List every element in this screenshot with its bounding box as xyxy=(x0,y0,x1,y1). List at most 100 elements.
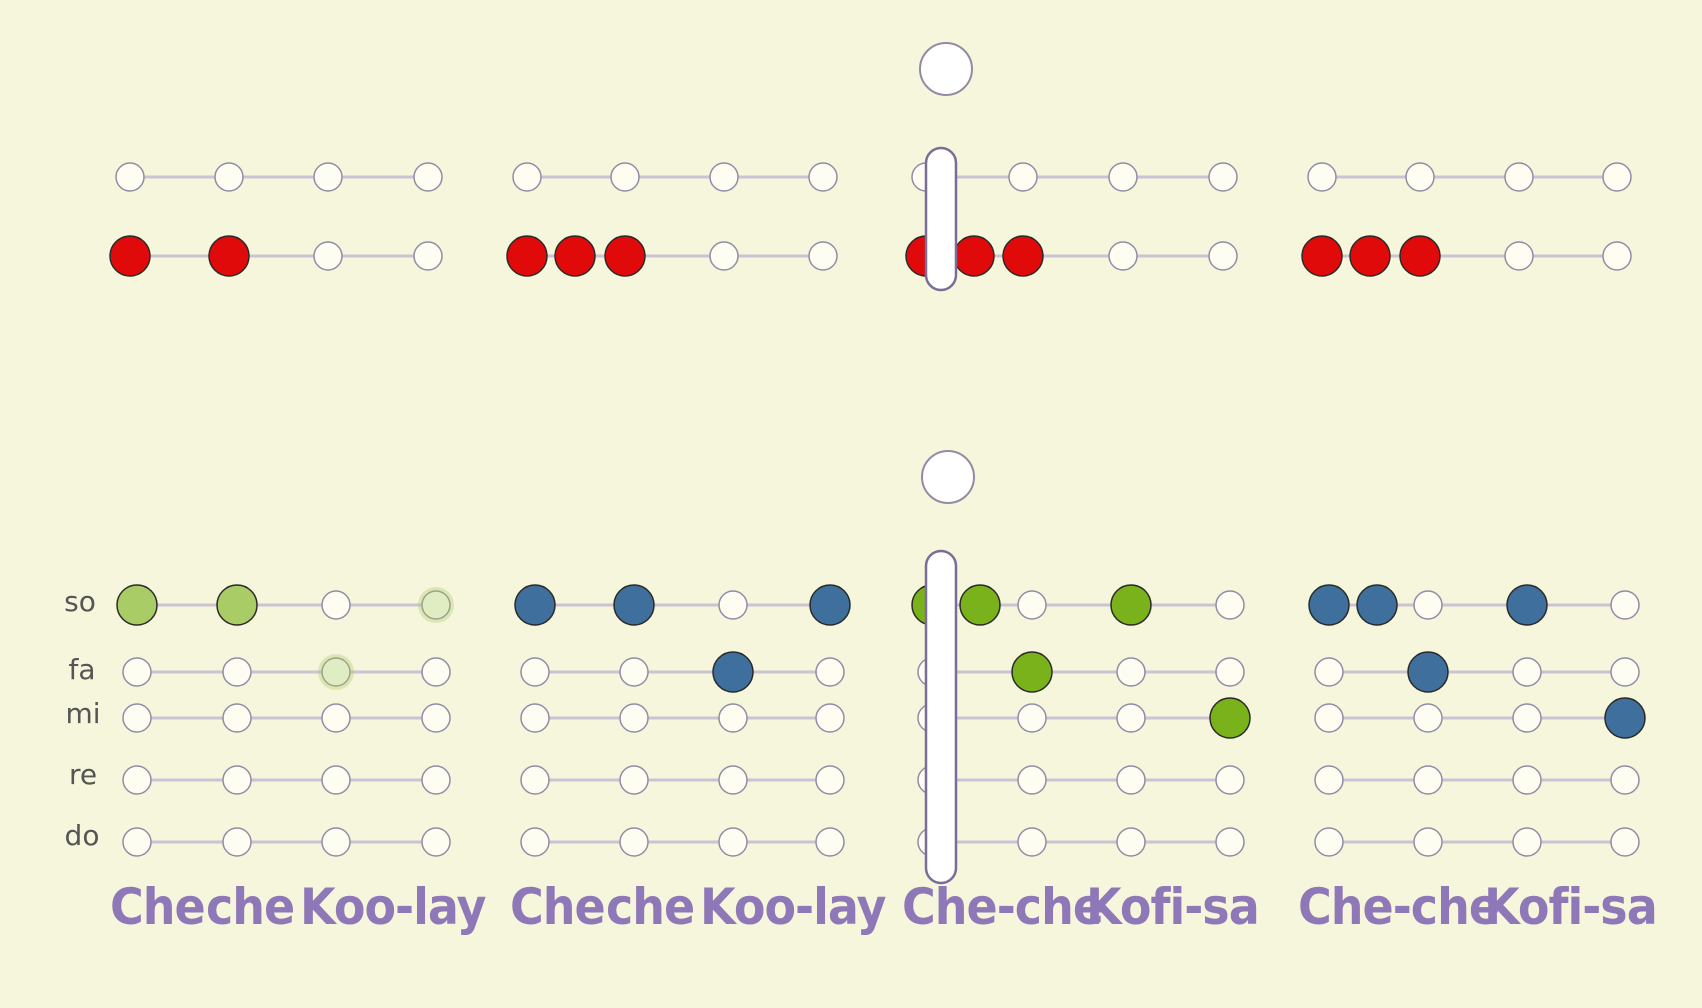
melody-cell[interactable] xyxy=(1413,765,1443,795)
melody-cell[interactable] xyxy=(321,765,351,795)
playhead-handle-bottom[interactable] xyxy=(921,450,975,504)
melody-cell[interactable] xyxy=(222,703,252,733)
melody-note[interactable] xyxy=(1604,697,1646,739)
melody-cell[interactable] xyxy=(619,765,649,795)
melody-cell[interactable] xyxy=(222,765,252,795)
rhythm-cell[interactable] xyxy=(1208,162,1238,192)
melody-cell[interactable] xyxy=(1610,590,1640,620)
melody-cell[interactable] xyxy=(1610,827,1640,857)
rhythm-note[interactable] xyxy=(506,235,548,277)
melody-cell[interactable] xyxy=(421,657,451,687)
melody-cell[interactable] xyxy=(1215,590,1245,620)
melody-cell[interactable] xyxy=(1512,827,1542,857)
melody-cell[interactable] xyxy=(421,703,451,733)
melody-cell[interactable] xyxy=(122,827,152,857)
rhythm-cell[interactable] xyxy=(1405,162,1435,192)
melody-cell[interactable] xyxy=(122,703,152,733)
melody-cell[interactable] xyxy=(1413,703,1443,733)
rhythm-note[interactable] xyxy=(1002,235,1044,277)
melody-cell[interactable] xyxy=(718,590,748,620)
melody-note[interactable] xyxy=(116,584,158,626)
melody-cell[interactable] xyxy=(815,657,845,687)
rhythm-cell[interactable] xyxy=(1602,162,1632,192)
melody-cell[interactable] xyxy=(520,657,550,687)
melody-note[interactable] xyxy=(959,584,1001,626)
melody-cell[interactable] xyxy=(815,765,845,795)
melody-cell[interactable] xyxy=(1017,827,1047,857)
melody-note[interactable] xyxy=(1356,584,1398,626)
rhythm-cell[interactable] xyxy=(1108,241,1138,271)
melody-cell[interactable] xyxy=(1512,703,1542,733)
melody-note[interactable] xyxy=(1308,584,1350,626)
melody-cell[interactable] xyxy=(421,765,451,795)
rhythm-cell[interactable] xyxy=(413,162,443,192)
melody-cell[interactable] xyxy=(815,827,845,857)
melody-cell[interactable] xyxy=(718,827,748,857)
melody-cell[interactable] xyxy=(619,657,649,687)
melody-cell[interactable] xyxy=(222,657,252,687)
melody-note[interactable] xyxy=(1011,651,1053,693)
melody-note[interactable] xyxy=(712,651,754,693)
rhythm-note[interactable] xyxy=(208,235,250,277)
playhead-bar-bottom[interactable] xyxy=(924,549,958,885)
rhythm-cell[interactable] xyxy=(1307,162,1337,192)
rhythm-cell[interactable] xyxy=(1504,162,1534,192)
rhythm-note[interactable] xyxy=(1399,235,1441,277)
rhythm-cell[interactable] xyxy=(610,162,640,192)
melody-cell[interactable] xyxy=(1610,657,1640,687)
melody-cell[interactable] xyxy=(1512,765,1542,795)
melody-note[interactable] xyxy=(613,584,655,626)
playhead-handle-top[interactable] xyxy=(919,42,973,96)
melody-cell[interactable] xyxy=(1610,765,1640,795)
melody-note[interactable] xyxy=(1110,584,1152,626)
rhythm-note[interactable] xyxy=(1301,235,1343,277)
rhythm-cell[interactable] xyxy=(808,162,838,192)
melody-note[interactable] xyxy=(1407,651,1449,693)
rhythm-cell[interactable] xyxy=(1108,162,1138,192)
melody-cell[interactable] xyxy=(1413,827,1443,857)
rhythm-cell[interactable] xyxy=(1602,241,1632,271)
melody-cell[interactable] xyxy=(1017,703,1047,733)
rhythm-cell[interactable] xyxy=(709,241,739,271)
melody-cell[interactable] xyxy=(1215,765,1245,795)
melody-cell[interactable] xyxy=(1215,657,1245,687)
melody-cell[interactable] xyxy=(1413,590,1443,620)
melody-cell[interactable] xyxy=(1017,590,1047,620)
melody-cell[interactable] xyxy=(718,703,748,733)
melody-note[interactable] xyxy=(216,584,258,626)
rhythm-note[interactable] xyxy=(604,235,646,277)
melody-cell[interactable] xyxy=(1017,765,1047,795)
rhythm-note[interactable] xyxy=(1349,235,1391,277)
rhythm-note[interactable] xyxy=(109,235,151,277)
melody-cell[interactable] xyxy=(1314,765,1344,795)
rhythm-cell[interactable] xyxy=(214,162,244,192)
melody-cell[interactable] xyxy=(520,827,550,857)
melody-cell[interactable] xyxy=(1314,703,1344,733)
melody-cell[interactable] xyxy=(1116,703,1146,733)
melody-cell[interactable] xyxy=(421,590,451,620)
rhythm-cell[interactable] xyxy=(413,241,443,271)
melody-cell[interactable] xyxy=(520,765,550,795)
melody-cell[interactable] xyxy=(1314,827,1344,857)
rhythm-cell[interactable] xyxy=(512,162,542,192)
melody-cell[interactable] xyxy=(321,657,351,687)
melody-cell[interactable] xyxy=(321,703,351,733)
rhythm-cell[interactable] xyxy=(1008,162,1038,192)
melody-cell[interactable] xyxy=(1116,765,1146,795)
melody-note[interactable] xyxy=(1209,697,1251,739)
rhythm-cell[interactable] xyxy=(808,241,838,271)
melody-cell[interactable] xyxy=(321,827,351,857)
melody-cell[interactable] xyxy=(122,765,152,795)
melody-cell[interactable] xyxy=(222,827,252,857)
melody-cell[interactable] xyxy=(1215,827,1245,857)
melody-note[interactable] xyxy=(1506,584,1548,626)
melody-note[interactable] xyxy=(514,584,556,626)
rhythm-note[interactable] xyxy=(554,235,596,277)
rhythm-cell[interactable] xyxy=(1208,241,1238,271)
melody-cell[interactable] xyxy=(1116,827,1146,857)
rhythm-cell[interactable] xyxy=(1504,241,1534,271)
melody-cell[interactable] xyxy=(718,765,748,795)
melody-note[interactable] xyxy=(809,584,851,626)
melody-cell[interactable] xyxy=(520,703,550,733)
melody-cell[interactable] xyxy=(619,703,649,733)
